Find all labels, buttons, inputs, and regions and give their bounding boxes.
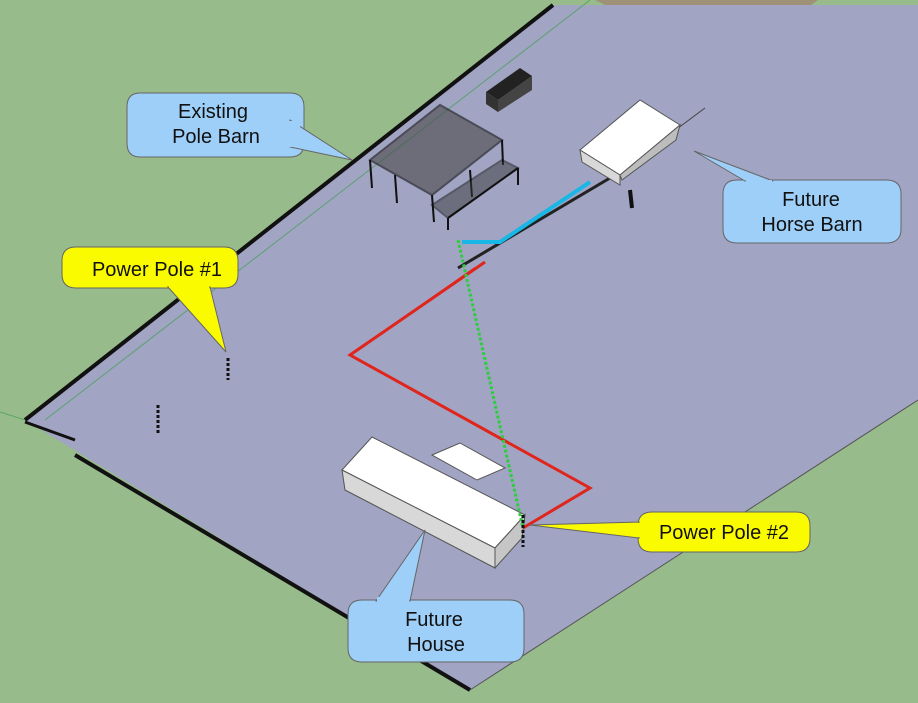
callout-future-horse-barn-line2: Horse Barn <box>761 214 862 236</box>
axis-guide-west <box>0 411 26 421</box>
axis-guide <box>44 0 591 421</box>
callout-power-pole-2: Power Pole #2 <box>529 511 811 553</box>
callout-power-pole-1-text: Power Pole #1 <box>92 259 222 281</box>
callout-future-horse-barn: Future Horse Barn <box>693 150 902 244</box>
fence-west-a <box>24 420 76 442</box>
callout-future-house-line2: House <box>407 634 465 656</box>
cyan-power-route <box>462 180 592 244</box>
callout-future-house: Future House <box>347 529 525 663</box>
callout-existing-pole-barn-line1: Existing <box>178 101 248 123</box>
future-horse-barn-building <box>579 99 681 209</box>
small-shed <box>486 68 532 112</box>
green-power-route <box>456 239 525 529</box>
future-house-building <box>341 436 526 570</box>
callout-power-pole-1: Power Pole #1 <box>61 246 239 353</box>
interior-fence <box>457 173 616 270</box>
callout-future-house-line1: Future <box>405 609 463 631</box>
fence-north <box>23 3 555 422</box>
callout-existing-pole-barn: Existing Pole Barn <box>126 92 353 161</box>
existing-pole-barn-structure <box>368 103 520 230</box>
callout-future-horse-barn-line1: Future <box>782 189 840 211</box>
red-power-route-inner <box>357 267 476 351</box>
callout-power-pole-2-text: Power Pole #2 <box>659 522 789 544</box>
callout-existing-pole-barn-line2: Pole Barn <box>172 126 260 148</box>
